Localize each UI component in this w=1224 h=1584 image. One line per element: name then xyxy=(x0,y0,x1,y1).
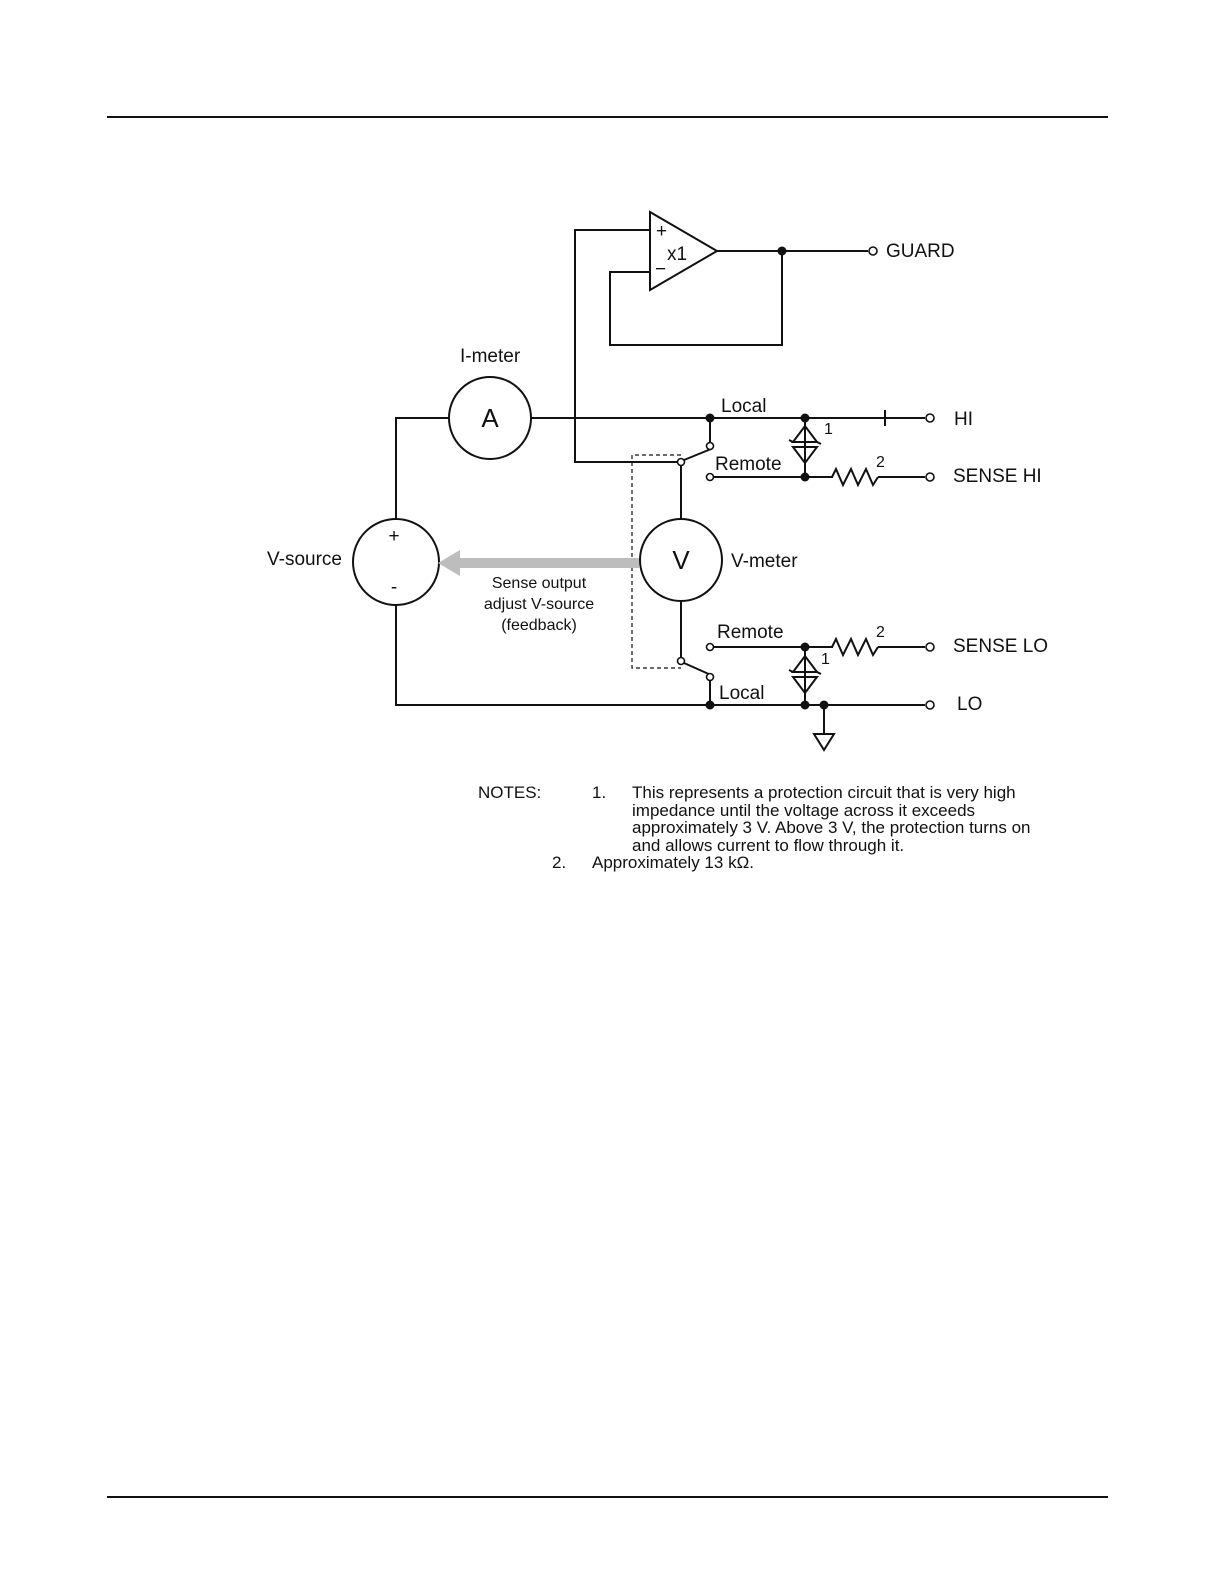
lo-terminal xyxy=(925,700,935,710)
note-number: 1. xyxy=(592,783,607,802)
resistor-bottom-lead-right xyxy=(878,646,925,648)
junction-dot xyxy=(705,413,715,423)
remote-bottom-label: Remote xyxy=(717,622,784,643)
ammeter-label: A xyxy=(481,403,499,433)
junction-dot xyxy=(800,642,810,652)
v-source-label: V-source xyxy=(267,549,342,570)
protection-diode-bottom-lower xyxy=(791,676,819,695)
guard-label: GUARD xyxy=(886,241,955,262)
protection-diode-top-lower xyxy=(791,446,819,465)
junction-dot xyxy=(819,700,829,710)
note-text: Approximately 13 kΩ. xyxy=(592,853,754,872)
sense-hi-label: SENSE HI xyxy=(953,466,1042,487)
junction-dot xyxy=(705,700,715,710)
buffer-feedback-wire xyxy=(609,251,783,346)
guard-buffer-amplifier xyxy=(649,210,719,292)
voltmeter-label: V xyxy=(672,545,690,575)
switch-pivot-top xyxy=(676,457,686,467)
junction-dot xyxy=(777,246,787,256)
opamp-plus-label: + xyxy=(656,221,667,242)
junction-dot xyxy=(800,413,810,423)
vsource-plus-label: + xyxy=(388,526,399,547)
v-meter-label: V-meter xyxy=(731,551,798,572)
note-ref-2-top: 2 xyxy=(876,454,885,471)
voltage-source-symbol xyxy=(352,518,440,606)
guard-terminal xyxy=(868,246,878,256)
sense-lo-label: SENSE LO xyxy=(953,636,1048,657)
local-top-label: Local xyxy=(721,396,766,417)
vsource-minus-label: - xyxy=(391,577,397,598)
junction-dot xyxy=(800,700,810,710)
switch-contact-local-bottom xyxy=(705,672,715,682)
notes-block: NOTES: 1. This represents a protection c… xyxy=(478,784,1052,872)
top-switch-blade xyxy=(683,448,712,461)
voltmeter-symbol xyxy=(639,518,723,602)
resistor-top-lead-left xyxy=(805,476,833,478)
protection-top-zener-bar xyxy=(788,439,822,445)
vsource-plus-wire xyxy=(395,417,449,519)
hi-label: HI xyxy=(954,409,973,430)
note-ref-2-bottom: 2 xyxy=(876,624,885,641)
local-bottom-label: Local xyxy=(719,683,764,704)
buffer-plus-input-wire xyxy=(574,229,681,463)
protection-bottom-zener-bar xyxy=(788,669,822,675)
feedback-label-line-1: Sense output xyxy=(492,575,587,592)
switch-contact-local-top xyxy=(705,441,715,451)
notes-heading: NOTES: xyxy=(478,783,542,802)
resistor-sense-lo xyxy=(831,636,879,658)
sense-hi-terminal xyxy=(925,472,935,482)
resistor-top-lead-right xyxy=(878,476,925,478)
note-number: 2. xyxy=(552,853,567,872)
header-rule xyxy=(107,116,1108,118)
sense-lo-terminal xyxy=(925,642,935,652)
note-item: 2. Approximately 13 kΩ. xyxy=(478,854,1052,872)
feedback-arrow-icon xyxy=(438,550,460,576)
ammeter-symbol xyxy=(448,376,532,460)
feedback-label-line-3: (feedback) xyxy=(501,617,577,634)
remote-top-label: Remote xyxy=(715,454,782,475)
footer-rule xyxy=(107,1496,1108,1498)
resistor-sense-hi xyxy=(831,466,879,488)
switch-pivot-bottom xyxy=(676,656,686,666)
lo-label: LO xyxy=(957,694,982,715)
note-ref-1-top: 1 xyxy=(824,421,833,438)
junction-dot xyxy=(800,472,810,482)
bottom-switch-blade xyxy=(683,662,712,676)
opamp-minus-label: − xyxy=(655,259,666,280)
note-text: This represents a protection circuit tha… xyxy=(632,783,1031,855)
ground-icon xyxy=(812,733,836,752)
switch-contact-remote-bottom xyxy=(705,642,715,652)
hi-terminal xyxy=(925,413,935,423)
note-ref-1-bottom: 1 xyxy=(821,651,830,668)
buffer-gain-label: x1 xyxy=(667,244,687,265)
i-meter-label: I-meter xyxy=(460,346,521,367)
feedback-label-line-2: adjust V-source xyxy=(484,596,594,613)
switch-contact-remote-top xyxy=(705,472,715,482)
resistor-bottom-lead-left xyxy=(805,646,833,648)
note-item: NOTES: 1. This represents a protection c… xyxy=(478,784,1052,854)
lo-line xyxy=(395,605,925,706)
